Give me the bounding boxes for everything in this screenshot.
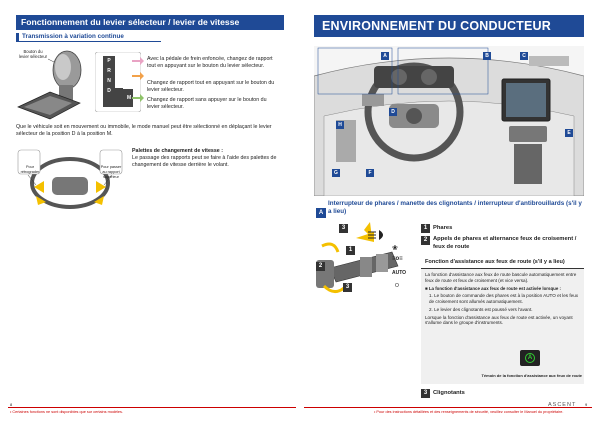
dashboard-illustration: [314, 46, 584, 196]
off-position-label: O: [395, 283, 399, 289]
marker-h: H: [336, 121, 344, 129]
steering-wheel-paddles: [17, 149, 123, 209]
selector-button-label: Bouton du levier sélecteur: [18, 49, 48, 59]
assist-box-intro: La fonction d'assistance aux feux de rou…: [425, 272, 577, 283]
left-page-number: 8: [10, 402, 13, 407]
cvt-subheader: Transmission à variation continue: [16, 31, 161, 42]
auto-position-label: AUTO: [392, 270, 407, 276]
left-footer-divider: [8, 407, 296, 408]
assist-indicator-caption: Témoin de la fonction d'assistance aux f…: [481, 373, 582, 378]
paddles-title: Palettes de changement de vitesse :: [132, 148, 223, 154]
instruction-2: Changez de rapport tout en appuyant sur …: [147, 80, 275, 93]
marker-e: E: [565, 129, 573, 137]
brand-wordmark: ASCENT: [548, 402, 577, 408]
stalk-callout-2: 2: [316, 262, 325, 271]
item-1-num: 1: [421, 224, 430, 233]
parking-light-icon: ≡o≡: [392, 256, 403, 262]
instruction-3: Changez de rapport sans appuyer sur le b…: [147, 97, 267, 110]
marker-b: B: [483, 52, 491, 60]
stalk-callout-3-top: 3: [339, 224, 348, 233]
item-3-num: 3: [421, 389, 430, 398]
stalk-callout-3-bottom: 3: [343, 283, 352, 292]
shift-letter-p: P: [107, 58, 111, 64]
high-beam-icon: [368, 230, 383, 240]
right-footnote: • Pour des instructions détaillées et de…: [374, 410, 564, 414]
assist-activation-title: ■ La fonction d'assistance aux feux de r…: [425, 285, 561, 291]
assist-indicator-icon: A: [520, 350, 540, 366]
upshift-label: Pour passer au rapport supérieur: [100, 165, 122, 179]
selector-lever-illustration: [17, 50, 82, 120]
section-a-marker: A: [316, 208, 326, 218]
marker-c: C: [520, 52, 528, 60]
shift-letter-m: M: [127, 95, 132, 101]
marker-f: F: [366, 169, 374, 177]
shift-letter-d: D: [107, 88, 111, 94]
assist-condition-1: 1. Le bouton de commande des phares est …: [429, 293, 579, 304]
assist-activation-text: La fonction d'assistance aux feux de rou…: [428, 285, 561, 291]
manual-mode-text: Que le véhicule soit en mouvement ou imm…: [16, 124, 272, 137]
right-footer-divider: [304, 407, 592, 408]
marker-d: D: [389, 108, 397, 116]
assist-condition-2: 2. Le levier des clignotants est poussé …: [429, 306, 533, 312]
fog-light-icon: ❀: [392, 245, 398, 252]
downshift-label: Pour rétrograder: [20, 165, 40, 174]
shift-letter-n: N: [107, 78, 111, 84]
right-page-number: 9: [585, 402, 588, 407]
instruction-arrows: [132, 57, 144, 102]
instruction-1: Avec la pédale de frein enfoncée, change…: [147, 56, 273, 69]
section-a-title: Interrupteur de phares / manette des cli…: [328, 200, 582, 215]
left-page: Fonctionnement du levier sélecteur / lev…: [8, 15, 296, 414]
item-2-text: Appels de phares et alternance feux de c…: [433, 236, 577, 250]
assist-box-title: Fonction d'assistance aux feux de route …: [421, 256, 584, 269]
shift-pattern-diagram: [95, 52, 141, 112]
assist-box: Fonction d'assistance aux feux de route …: [421, 256, 584, 384]
left-page-header: Fonctionnement du levier sélecteur / lev…: [16, 15, 284, 30]
shift-letter-r: R: [107, 68, 111, 74]
assist-indicator-text: Lorsque la fonction d'assistance aux feu…: [425, 314, 573, 326]
stalk-callout-1: 1: [346, 246, 355, 255]
item-2-num: 2: [421, 236, 430, 245]
paddles-text: Le passage des rapports peut se faire à …: [132, 155, 277, 168]
right-page-header: ENVIRONNEMENT DU CONDUCTEUR: [314, 15, 584, 37]
left-footnote: • Certaines fonctions ne sont disponible…: [10, 410, 123, 414]
item-1-text: Phares: [433, 225, 453, 231]
marker-a: A: [381, 52, 389, 60]
item-3-text: Clignotants: [433, 390, 465, 396]
marker-g: G: [332, 169, 340, 177]
shift-letters: P R N D: [104, 56, 114, 96]
